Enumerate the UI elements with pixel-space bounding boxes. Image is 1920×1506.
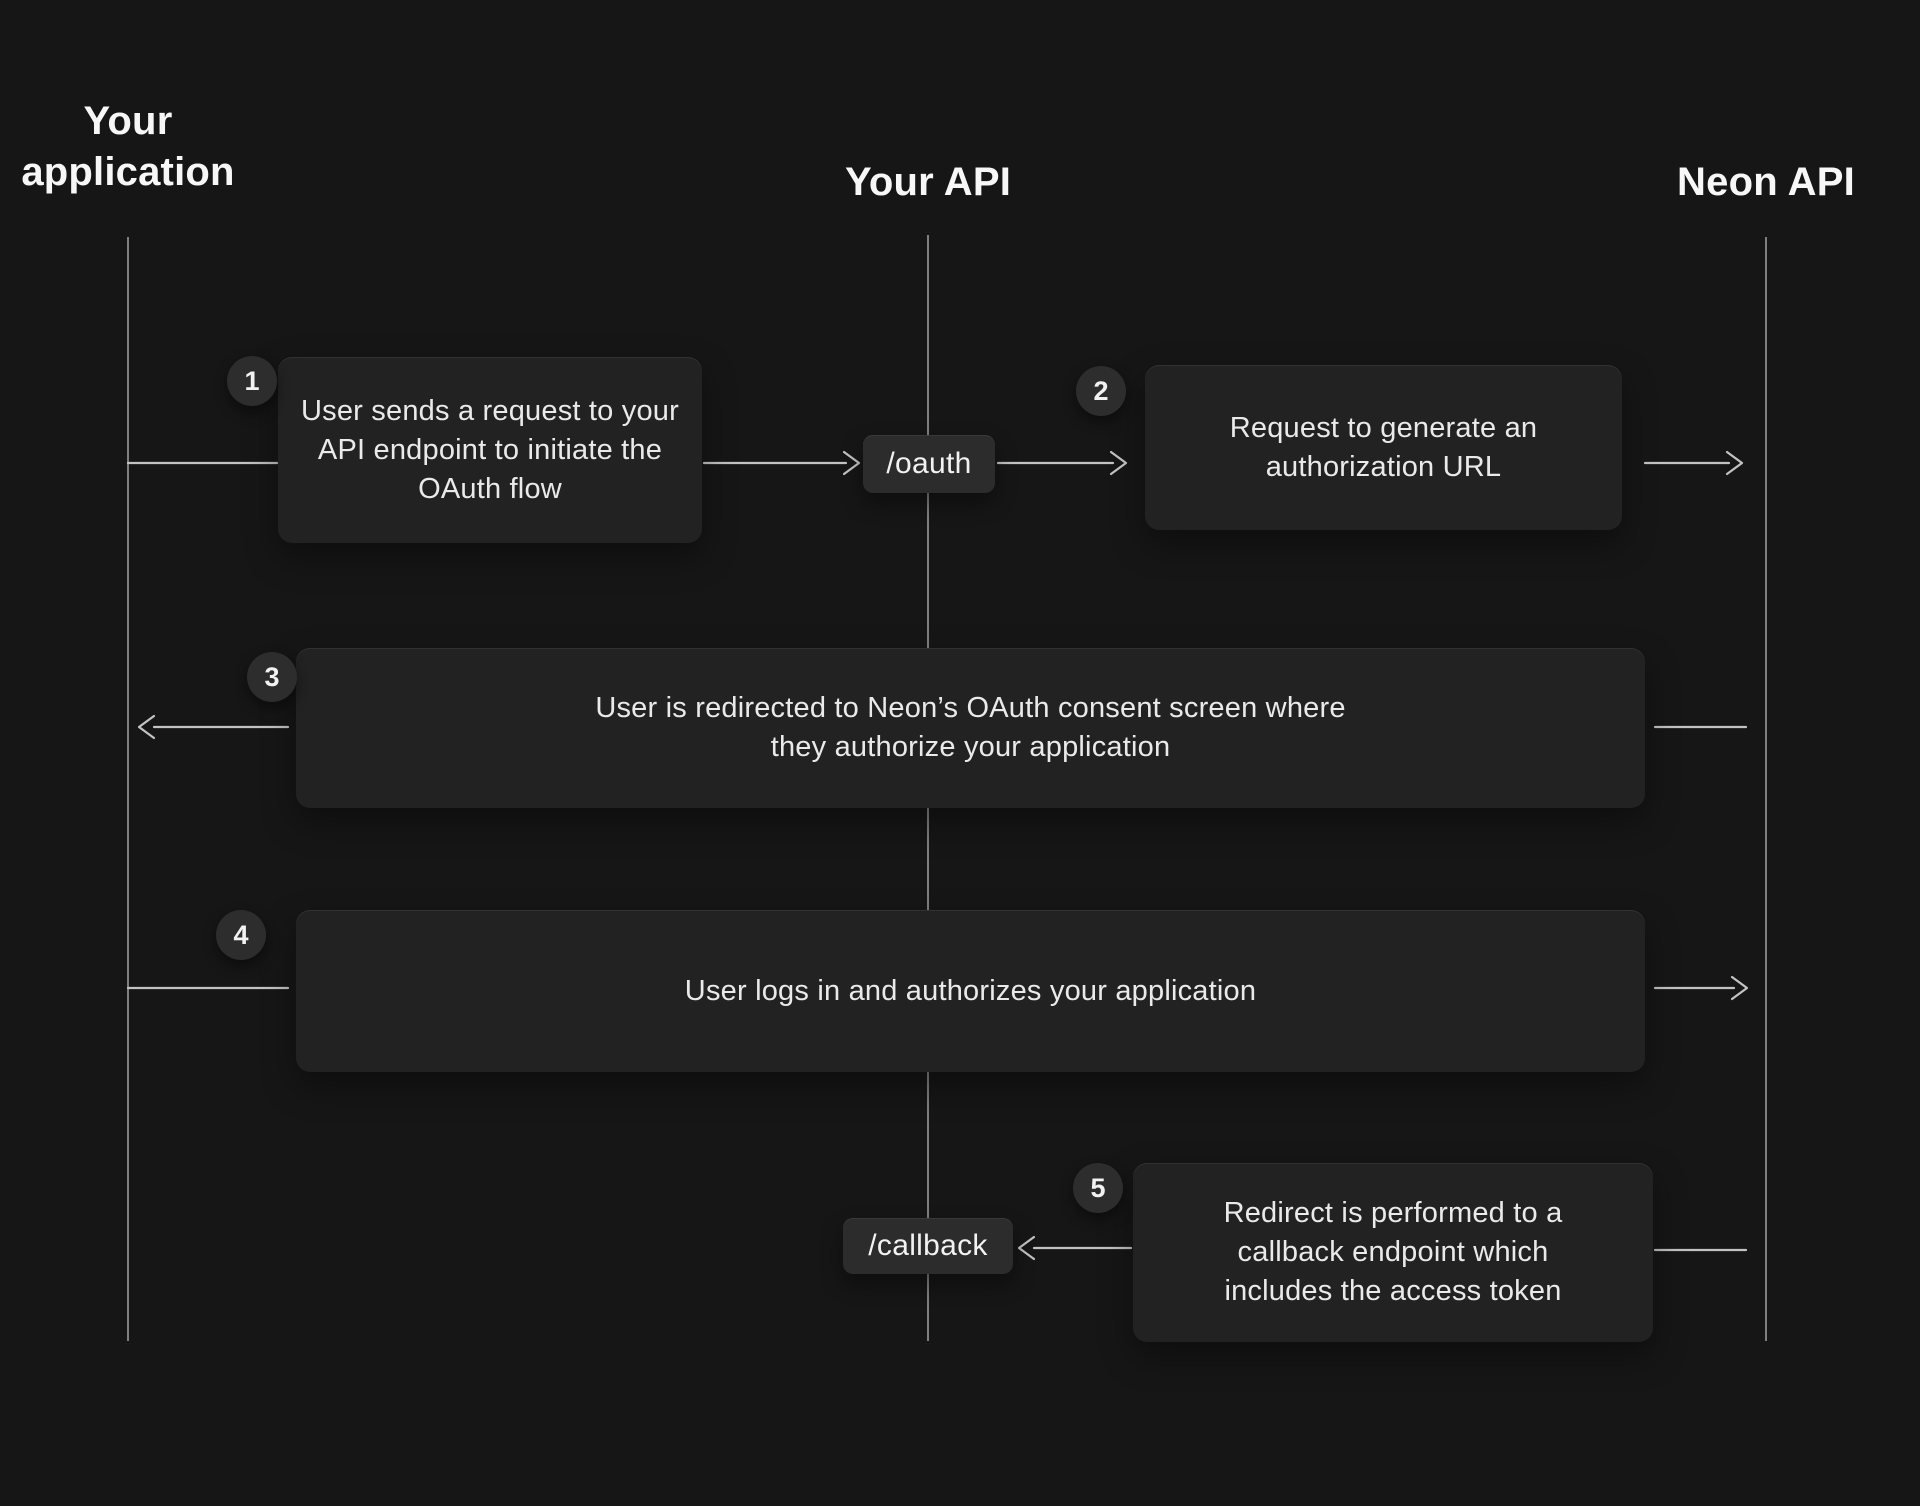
oauth-endpoint-pill: /oauth [863, 435, 995, 493]
lane-title-your-application: Your application [21, 99, 235, 194]
arrowhead-step4-to-neon [1730, 975, 1749, 1001]
arrowhead-step1-to-oauth [842, 450, 861, 476]
arrowhead-oauth-to-step2 [1109, 450, 1128, 476]
step-4-text: User logs in and authorizes your applica… [684, 974, 1257, 1007]
arrowhead-step5-to-callback [1017, 1235, 1036, 1261]
arrowhead-step2-to-neon [1725, 450, 1744, 476]
lane-title-neon-api: Neon API [1677, 160, 1855, 204]
callback-endpoint-pill: /callback [843, 1218, 1013, 1274]
step-2-text: Request to generate an authorization URL [1229, 411, 1538, 483]
step-1-badge: 1 [227, 356, 277, 406]
step-1-box: User sends a request to your API endpoin… [278, 357, 702, 543]
step-3-box: User is redirected to Neon’s OAuth conse… [296, 648, 1645, 808]
step-4-box: User logs in and authorizes your applica… [296, 910, 1645, 1072]
step-3-text: User is redirected to Neon’s OAuth conse… [595, 692, 1346, 763]
step-5-text: Redirect is performed to a callback endp… [1223, 1197, 1563, 1307]
lane-title-your-api: Your API [844, 160, 1012, 204]
step-2-box: Request to generate an authorization URL [1145, 365, 1622, 530]
step-5-box: Redirect is performed to a callback endp… [1133, 1163, 1653, 1342]
step-2-badge: 2 [1076, 366, 1126, 416]
step-5-badge: 5 [1073, 1163, 1123, 1213]
step-3-badge: 3 [247, 652, 297, 702]
step-1-text: User sends a request to your API endpoin… [301, 394, 679, 505]
arrowhead-step3-to-application [137, 714, 156, 740]
step-4-badge: 4 [216, 910, 266, 960]
